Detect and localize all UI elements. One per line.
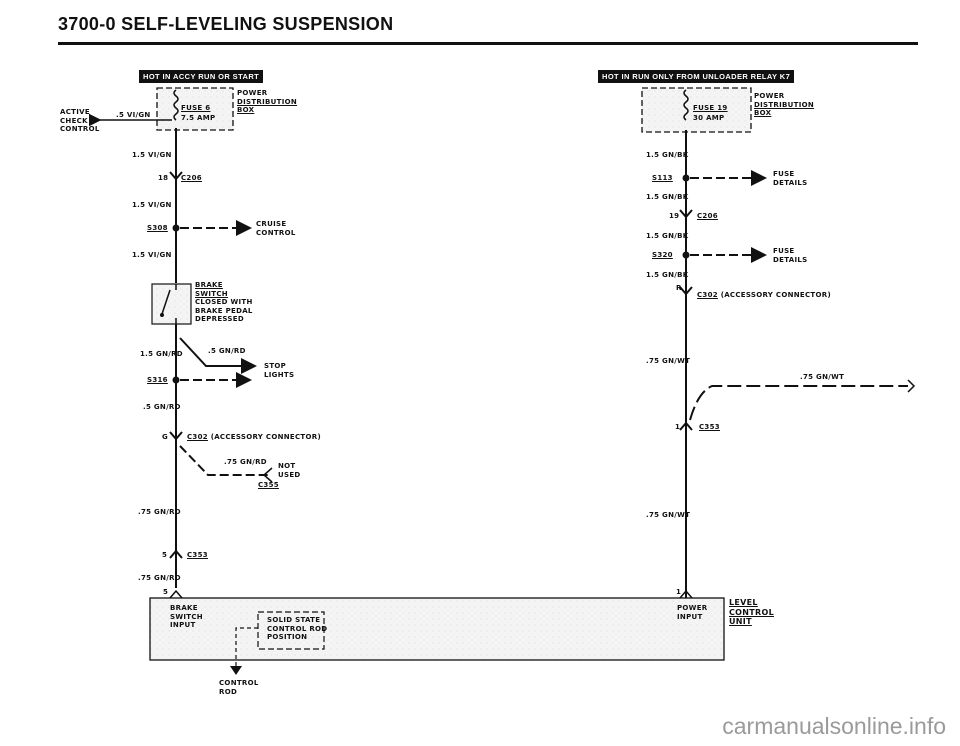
level-control-unit-box — [149, 597, 725, 661]
c206-pin-label: 18 — [158, 174, 169, 182]
s113-label: S113 — [652, 174, 673, 182]
wire-label: .75 GN/WT — [800, 373, 845, 381]
pin-label: 1 — [676, 588, 682, 596]
c353-pin-label: 5 — [162, 551, 168, 559]
c353-label: C353 — [187, 551, 208, 559]
s316-label: S316 — [147, 376, 168, 384]
s320-label: S320 — [652, 251, 673, 259]
c206-pin-label: 19 — [669, 212, 680, 220]
banner-left: HOT IN ACCY RUN OR START — [139, 70, 264, 83]
watermark: carmanualsonline.info — [722, 713, 946, 739]
right-fuse-box — [641, 87, 752, 133]
c355-connector-icon — [262, 467, 273, 483]
fuse-6-icon — [173, 89, 179, 121]
banner-right: HOT IN RUN ONLY FROM UNLOADER RELAY K7 — [598, 70, 795, 83]
wire-label: .5 GN/RD — [208, 347, 246, 355]
wire-label: 1.5 GN/BK — [646, 151, 689, 159]
wire-label: 1.5 GN/RD — [140, 350, 183, 358]
solid-state-box — [257, 611, 325, 650]
c355-label: C355 — [258, 481, 279, 489]
c206-right-connector-icon — [679, 209, 693, 219]
wire-label: 1.5 GN/BK — [646, 271, 689, 279]
pin-5-icon — [169, 589, 183, 599]
page-title: 3700-0 SELF-LEVELING SUSPENSION — [58, 14, 394, 34]
c353-left-connector-icon — [169, 549, 183, 559]
c206-label: C206 — [697, 212, 718, 220]
pin-1-icon — [679, 589, 693, 599]
fuse-6-label: FUSE 6 — [181, 104, 211, 112]
c302-right-connector-icon — [679, 286, 693, 296]
fuse-19-label: FUSE 19 — [693, 104, 728, 112]
wire-label: .75 GN/RD — [138, 508, 181, 516]
wire-label: .75 GN/WT — [646, 511, 691, 519]
c302-label: C302 (ACCESSORY CONNECTOR) — [697, 291, 831, 299]
c206-left-connector-icon — [169, 171, 183, 181]
wire-label: .75 GN/RD — [138, 574, 181, 582]
wire-label: .5 GN/RD — [143, 403, 181, 411]
wire-label: .75 GN/RD — [224, 458, 267, 466]
s308-splice-icon — [172, 224, 180, 232]
fuse-19-icon — [683, 89, 689, 121]
c302-pin-label: G — [162, 433, 169, 441]
level-sensor-wire — [689, 385, 908, 421]
wire-label: 1.5 GN/BK — [646, 193, 689, 201]
c302-label: C302 (ACCESSORY CONNECTOR) — [187, 433, 321, 441]
wire-label: 1.5 VI/GN — [132, 251, 172, 259]
title-rule — [58, 42, 918, 45]
wire-label: .75 GN/WT — [646, 357, 691, 365]
pin-label: 5 — [163, 588, 169, 596]
c353-right-connector-icon — [679, 421, 693, 431]
fuse-wire-label: .5 VI/GN — [116, 111, 151, 119]
wire-break-icon — [907, 379, 916, 393]
control-rod-link — [235, 627, 258, 666]
c302-left-connector-icon — [169, 431, 183, 441]
left-fuse-box — [156, 87, 234, 131]
s320-splice-icon — [682, 251, 690, 259]
brake-switch-icon — [161, 284, 177, 324]
brake-switch-box — [151, 283, 192, 325]
s316-splice-icon — [172, 376, 180, 384]
wire-label: 1.5 VI/GN — [132, 151, 172, 159]
wire-label: 1.5 VI/GN — [132, 201, 172, 209]
c302-pin-label: R — [676, 284, 682, 292]
fuse-6-rating: 7.5 AMP — [181, 114, 216, 122]
stop-lights-wire — [179, 337, 257, 374]
s113-splice-icon — [682, 174, 690, 182]
c353-pin-label: 1 — [675, 423, 681, 431]
wire-label: 1.5 GN/BK — [646, 232, 689, 240]
s308-label: S308 — [147, 224, 168, 232]
c206-label: C206 — [181, 174, 202, 182]
fuse-19-rating: 30 AMP — [693, 114, 725, 122]
not-used-wire — [179, 445, 268, 476]
c353-label: C353 — [699, 423, 720, 431]
control-rod-arrow-icon — [230, 666, 242, 675]
